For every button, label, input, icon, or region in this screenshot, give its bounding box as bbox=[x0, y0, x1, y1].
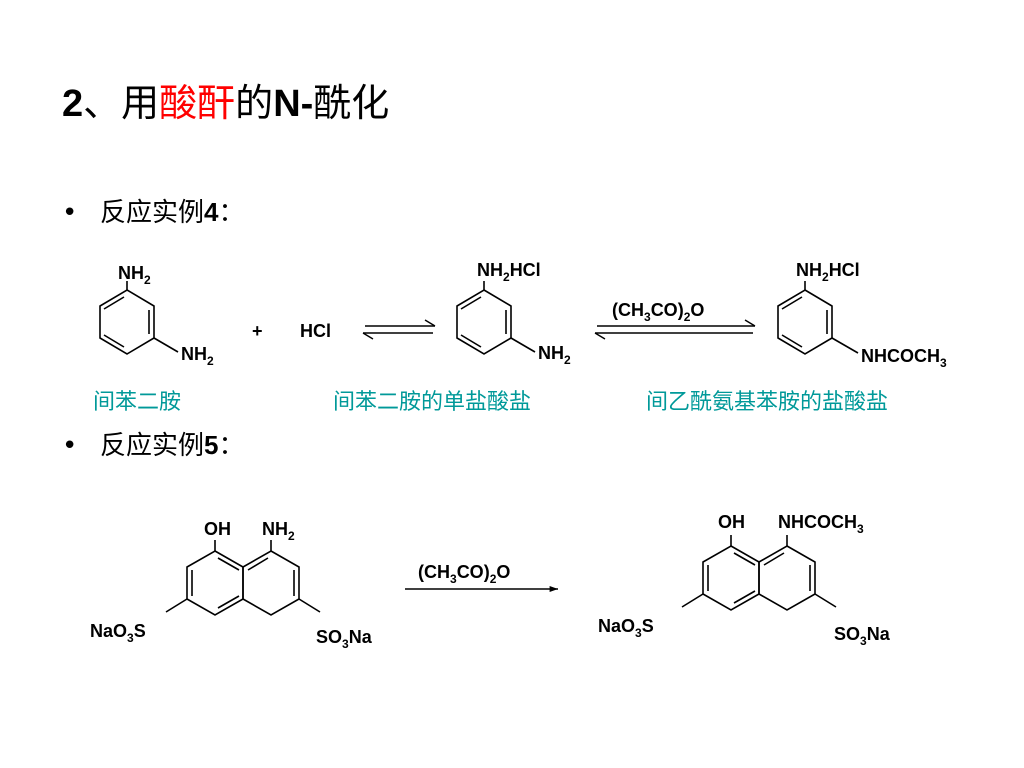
sulfonate-left-label: NaO3S bbox=[90, 621, 146, 645]
equilibrium-arrow-2 bbox=[594, 319, 756, 340]
acetic-anhydride-reagent: (CH3CO)2O bbox=[418, 562, 510, 586]
naphthalene-ring-product bbox=[681, 535, 837, 611]
bullet-label: 反应实例 bbox=[100, 198, 205, 228]
bullet-dot: • bbox=[62, 198, 78, 228]
acetamido-label: NHCOCH3 bbox=[778, 512, 864, 536]
caption-m-phenylenediamine: 间苯二胺 bbox=[93, 390, 182, 415]
title-n-prefix: N- bbox=[273, 83, 314, 125]
bullet-label: 反应实例 bbox=[100, 431, 205, 461]
amine-label-side: NH2 bbox=[181, 344, 214, 368]
hcl-reagent: HCl bbox=[300, 321, 331, 341]
title-text-mid: 的 bbox=[235, 81, 274, 125]
ammonium-hcl-label: NH2HCl bbox=[477, 260, 541, 284]
bullet-colon: ： bbox=[218, 198, 245, 228]
plus-sign: + bbox=[252, 321, 263, 341]
ammonium-hcl-label: NH2HCl bbox=[796, 260, 860, 284]
benzene-ring-diamine bbox=[99, 281, 179, 355]
title-text-pre: 、用 bbox=[83, 81, 160, 125]
slide-title: 2、用酸酐的N-酰化 bbox=[62, 72, 389, 127]
title-text-post: 酰化 bbox=[313, 81, 390, 125]
bullet-number: 4 bbox=[204, 197, 219, 227]
acetic-anhydride-reagent: (CH3CO)2O bbox=[612, 300, 704, 324]
bullet-colon: ： bbox=[218, 431, 245, 461]
benzene-ring-monohydrochloride bbox=[456, 281, 536, 355]
hydroxyl-label: OH bbox=[204, 519, 231, 539]
caption-monohydrochloride: 间苯二胺的单盐酸盐 bbox=[333, 390, 532, 415]
amine-label-top: NH2 bbox=[118, 263, 151, 287]
naphthalene-ring-starting bbox=[165, 540, 321, 616]
benzene-ring-acetamido bbox=[777, 281, 859, 355]
hydroxyl-label: OH bbox=[718, 512, 745, 532]
amine-label: NH2 bbox=[262, 519, 295, 543]
sulfonate-right-label: SO3Na bbox=[834, 624, 891, 648]
amine-label-side: NH2 bbox=[538, 343, 571, 367]
bullet-example-4: • 反应实例4： bbox=[62, 192, 245, 229]
acetamido-label: NHCOCH3 bbox=[861, 346, 947, 370]
caption-acetamido-hydrochloride: 间乙酰氨基苯胺的盐酸盐 bbox=[646, 390, 889, 415]
bullet-example-5: • 反应实例5： bbox=[62, 425, 245, 462]
sulfonate-left-label: NaO3S bbox=[598, 616, 654, 640]
bullet-number: 5 bbox=[204, 430, 219, 460]
title-highlight: 酸酐 bbox=[159, 81, 236, 125]
equilibrium-arrow-1 bbox=[362, 319, 436, 340]
sulfonate-right-label: SO3Na bbox=[316, 627, 373, 651]
bullet-dot: • bbox=[62, 431, 78, 461]
title-number: 2 bbox=[62, 83, 84, 125]
